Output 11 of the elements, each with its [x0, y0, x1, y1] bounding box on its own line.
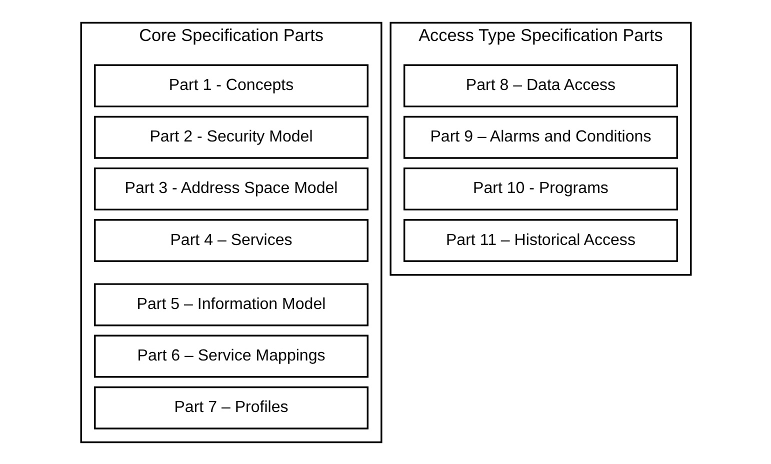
node-box: Part 4 – Services	[94, 218, 368, 262]
node-box: Part 11 – Historical Access	[402, 218, 678, 262]
node-box: Part 8 – Data Access	[402, 64, 678, 107]
node-box: Part 6 – Service Mappings	[94, 334, 368, 378]
node-box: Part 5 – Information Model	[94, 282, 368, 326]
node-box: Part 3 - Address Space Model	[94, 166, 368, 210]
node-box: Part 7 – Profiles	[94, 386, 368, 429]
node-box: Part 1 - Concepts	[94, 64, 368, 107]
node-box: Part 9 – Alarms and Conditions	[402, 115, 678, 158]
node-box: Part 2 - Security Model	[94, 115, 368, 158]
node-box: Part 10 - Programs	[402, 166, 678, 210]
